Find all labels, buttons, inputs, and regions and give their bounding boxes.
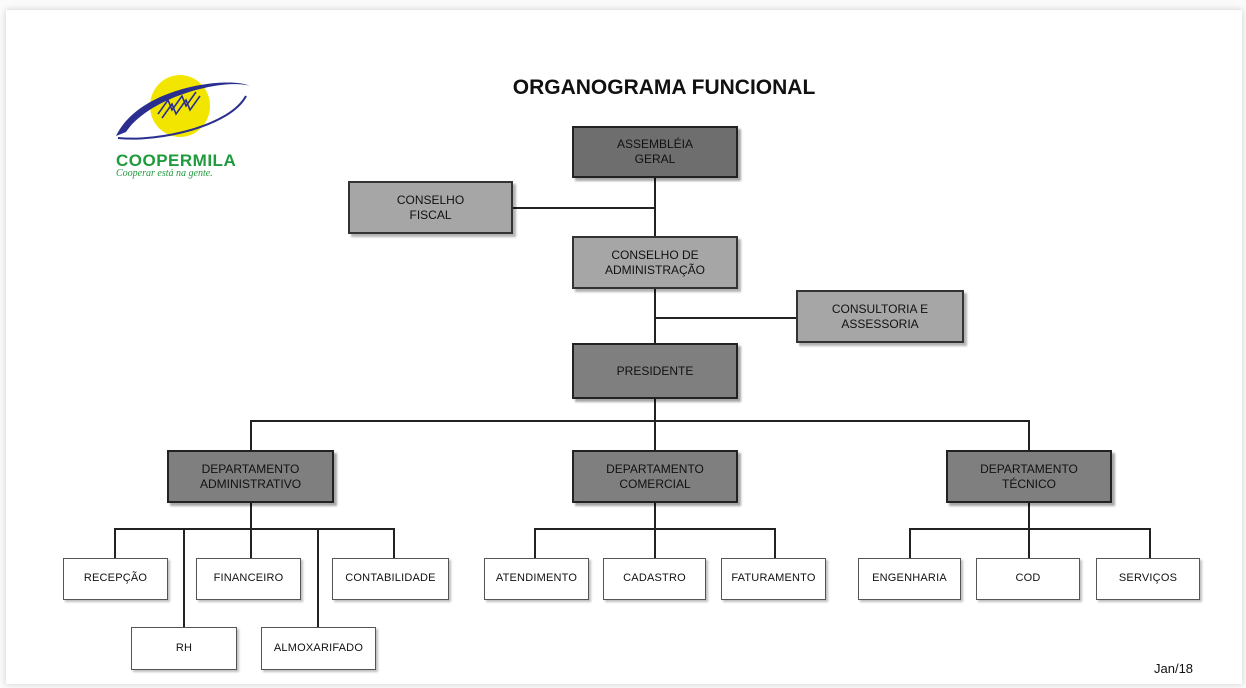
connector-tecnico-down (1028, 502, 1030, 530)
node-recepcao: RECEPÇÃO (63, 558, 168, 600)
connector-admin-down (250, 502, 252, 530)
connector-trunk-low (654, 399, 656, 450)
node-label: SERVIÇOS (1118, 572, 1178, 585)
node-label-line1: CONSULTORIA E (831, 301, 929, 316)
node-almoxarifado: ALMOXARIFADO (261, 627, 376, 670)
node-label: FINANCEIRO (213, 572, 284, 585)
node-faturamento: FATURAMENTO (721, 558, 826, 600)
connector-tecnico-bar (909, 528, 1151, 530)
connector-rh (183, 528, 185, 628)
connector-trunk-mid (654, 288, 656, 343)
node-label-line2: COMERCIAL (619, 476, 691, 491)
connector-servicos (1149, 528, 1151, 558)
connector-recepcao (114, 528, 116, 558)
node-label: ALMOXARIFADO (273, 641, 364, 654)
node-label: ATENDIMENTO (495, 572, 578, 585)
org-chart-sheet: COOPERMILA Cooperar está na gente. ORGAN… (6, 10, 1242, 684)
logo-name: COOPERMILA (116, 151, 237, 170)
connector-cadastro (654, 528, 656, 558)
connector-financeiro (250, 528, 252, 558)
node-label: PRESIDENTE (616, 363, 694, 378)
logo-emblem-icon (116, 75, 250, 140)
connector-dept-bar (250, 420, 1030, 422)
date-label: Jan/18 (1154, 661, 1194, 676)
node-servicos: SERVIÇOS (1096, 558, 1200, 600)
node-engenharia: ENGENHARIA (858, 558, 961, 600)
node-label-line2: ASSESSORIA (841, 316, 919, 331)
node-label-line1: CONSELHO (396, 192, 465, 207)
connector-fiscal (512, 207, 655, 209)
logo-slogan: Cooperar está na gente. (116, 168, 213, 179)
connector-contabilidade (393, 528, 395, 558)
node-label-line1: ASSEMBLÉIA (616, 137, 694, 151)
node-label: CONTABILIDADE (345, 572, 436, 585)
connector-almoxarifado (317, 528, 319, 628)
node-label: FATURAMENTO (731, 572, 816, 585)
node-label-line2: GERAL (634, 152, 676, 166)
node-label: RH (175, 641, 193, 654)
connector-comercial-down (654, 502, 656, 530)
connector-atendimento (534, 528, 536, 558)
node-cadastro: CADASTRO (603, 558, 706, 600)
node-financeiro: FINANCEIRO (196, 558, 301, 600)
connector-engenharia (909, 528, 911, 558)
node-label-line1: DEPARTAMENTO (980, 461, 1078, 476)
node-label-line2: ADMINISTRAÇÃO (604, 262, 705, 277)
connector-faturamento (774, 528, 776, 558)
connector-consultoria (654, 317, 797, 319)
node-cod: COD (976, 558, 1080, 600)
node-label: RECEPÇÃO (83, 572, 148, 585)
node-label-line2: FISCAL (409, 207, 452, 222)
node-label: ENGENHARIA (872, 572, 947, 585)
node-label: CADASTRO (623, 572, 686, 585)
node-label-line1: DEPARTAMENTO (606, 461, 704, 476)
node-label: COD (1015, 572, 1041, 585)
node-contabilidade: CONTABILIDADE (332, 558, 449, 600)
node-label-line2: ADMINISTRATIVO (199, 476, 302, 491)
connector-cod (1028, 528, 1030, 558)
connector-dept-admin (250, 420, 252, 450)
connector-dept-tecnico (1028, 420, 1030, 450)
node-label-line1: DEPARTAMENTO (201, 461, 300, 476)
node-presidente: PRESIDENTE (572, 343, 738, 399)
node-atendimento: ATENDIMENTO (484, 558, 589, 600)
page-title: ORGANOGRAMA FUNCIONAL (512, 76, 816, 99)
connector-trunk-top (654, 177, 656, 237)
connector-admin-bar (114, 528, 395, 530)
node-label-line2: TÉCNICO (1001, 476, 1056, 491)
node-rh: RH (131, 627, 237, 670)
node-label-line1: CONSELHO DE (611, 247, 699, 262)
